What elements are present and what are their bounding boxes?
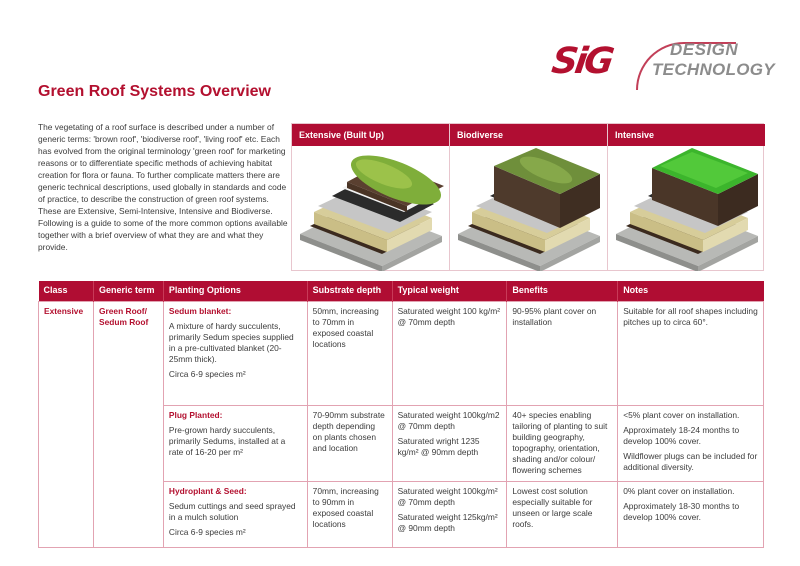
column-header-benefits: Benefits <box>506 281 619 301</box>
column-header-notes: Notes <box>617 281 764 301</box>
column-header-generic-term: Generic term <box>93 281 164 301</box>
table-row: Extensive Green Roof/ Sedum Roof Sedum b… <box>38 300 764 548</box>
logo-text-technology: TECHNOLOGY <box>652 60 775 79</box>
weight-line: Saturated weight 100 kg/m² @ 70mm depth <box>397 305 500 327</box>
benefits-cell: 90-95% plant cover on installation <box>506 300 619 406</box>
notes-line: Approximately 18-24 months to develop 10… <box>623 424 740 446</box>
typical-weight-cell: Saturated weight 100 kg/m² @ 70mm depth <box>391 300 508 406</box>
weight-line: Saturated weight 100kg/m² @ 70mm depth <box>397 485 498 507</box>
substrate-depth-cell: 70mm, increasing to 90mm in exposed coas… <box>306 480 393 548</box>
green-roof-overview-table: Class Generic term Planting Options Subs… <box>38 281 764 548</box>
roof-type-extensive: Extensive (Built Up) <box>292 124 450 272</box>
planting-option-species: Circa 6-9 species m² <box>168 368 246 379</box>
notes-line: Approximately 18-30 months to develop 10… <box>623 500 740 522</box>
column-header-planting-options: Planting Options <box>163 281 308 301</box>
planting-option-title: Sedum blanket: <box>168 305 232 316</box>
substrate-depth-cell: 50mm, increasing to 70mm in exposed coas… <box>306 300 393 406</box>
weight-line: Saturated weight 125kg/m² @ 90mm depth <box>397 511 498 533</box>
notes-line: Suitable for all roof shapes including p… <box>623 305 758 327</box>
roof-type-label: Intensive <box>608 124 765 146</box>
column-header-substrate-depth: Substrate depth <box>307 281 393 301</box>
notes-line: Wildflower plugs can be included for add… <box>623 450 758 472</box>
column-header-typical-weight: Typical weight <box>392 281 508 301</box>
benefits-cell: 40+ species enabling tailoring of planti… <box>506 404 619 482</box>
logo-text-design: DESIGN <box>670 40 739 59</box>
benefits-cell: Lowest cost solution especially suitable… <box>506 480 619 548</box>
notes-cell: Suitable for all roof shapes including p… <box>617 300 764 406</box>
roof-type-label: Biodiverse <box>450 124 607 146</box>
planting-option-species: Circa 6-9 species m² <box>168 526 246 537</box>
notes-line: 0% plant cover on installation. <box>623 485 735 496</box>
typical-weight-cell: Saturated weight 100kg/m2 @ 70mm depth S… <box>391 404 508 482</box>
planting-option-title: Plug Planted: <box>168 409 223 420</box>
roof-type-label: Extensive (Built Up) <box>292 124 449 146</box>
class-cell: Extensive <box>38 300 94 548</box>
planting-option-cell: Sedum blanket: A mixture of hardy succul… <box>162 300 308 406</box>
generic-term-cell: Green Roof/ Sedum Roof <box>92 300 164 548</box>
logo-mark: SiG <box>549 41 614 82</box>
table-row: Hydroplant & Seed: Sedum cuttings and se… <box>39 480 764 548</box>
planting-option-title: Hydroplant & Seed: <box>168 485 247 496</box>
page-title: Green Roof Systems Overview <box>38 83 271 100</box>
planting-option-description: A mixture of hardy succulents, primarily… <box>168 320 294 364</box>
notes-cell: <5% plant cover on installation. Approxi… <box>617 404 764 482</box>
substrate-depth-cell: 70-90mm substrate depth depending on pla… <box>306 404 393 482</box>
planting-option-description: Pre-grown hardy succulents, primarily Se… <box>168 424 286 457</box>
planting-option-cell: Hydroplant & Seed: Sedum cuttings and se… <box>162 480 308 548</box>
typical-weight-cell: Saturated weight 100kg/m² @ 70mm depth S… <box>391 480 508 548</box>
biodiverse-roof-illustration <box>450 146 607 276</box>
table-header-row: Class Generic term Planting Options Subs… <box>38 281 764 301</box>
planting-option-description: Sedum cuttings and seed sprayed in a mul… <box>168 500 296 522</box>
table-row: Plug Planted: Pre-grown hardy succulents… <box>39 404 764 482</box>
roof-type-panel: Extensive (Built Up) Biodiverse <box>291 123 765 272</box>
roof-type-intensive: Intensive <box>608 124 765 272</box>
roof-type-biodiverse: Biodiverse <box>450 124 608 272</box>
weight-line: Saturated weight 100kg/m2 @ 70mm depth <box>397 409 500 431</box>
notes-cell: 0% plant cover on installation. Approxim… <box>617 480 764 548</box>
intro-paragraph-guide: Following is a guide to some of the more… <box>38 218 288 252</box>
sig-design-technology-logo: SiG DESIGN TECHNOLOGY <box>549 36 775 90</box>
extensive-roof-illustration <box>292 146 449 276</box>
notes-line: <5% plant cover on installation. <box>623 409 740 420</box>
intro-text: The vegetating of a roof surface is desc… <box>38 121 288 253</box>
intensive-roof-illustration <box>608 146 765 276</box>
planting-option-cell: Plug Planted: Pre-grown hardy succulents… <box>162 404 308 482</box>
weight-line: Saturated wright 1235 kg/m² @ 90mm depth <box>397 435 480 457</box>
intro-paragraph: The vegetating of a roof surface is desc… <box>38 122 287 216</box>
column-header-class: Class <box>38 281 94 301</box>
